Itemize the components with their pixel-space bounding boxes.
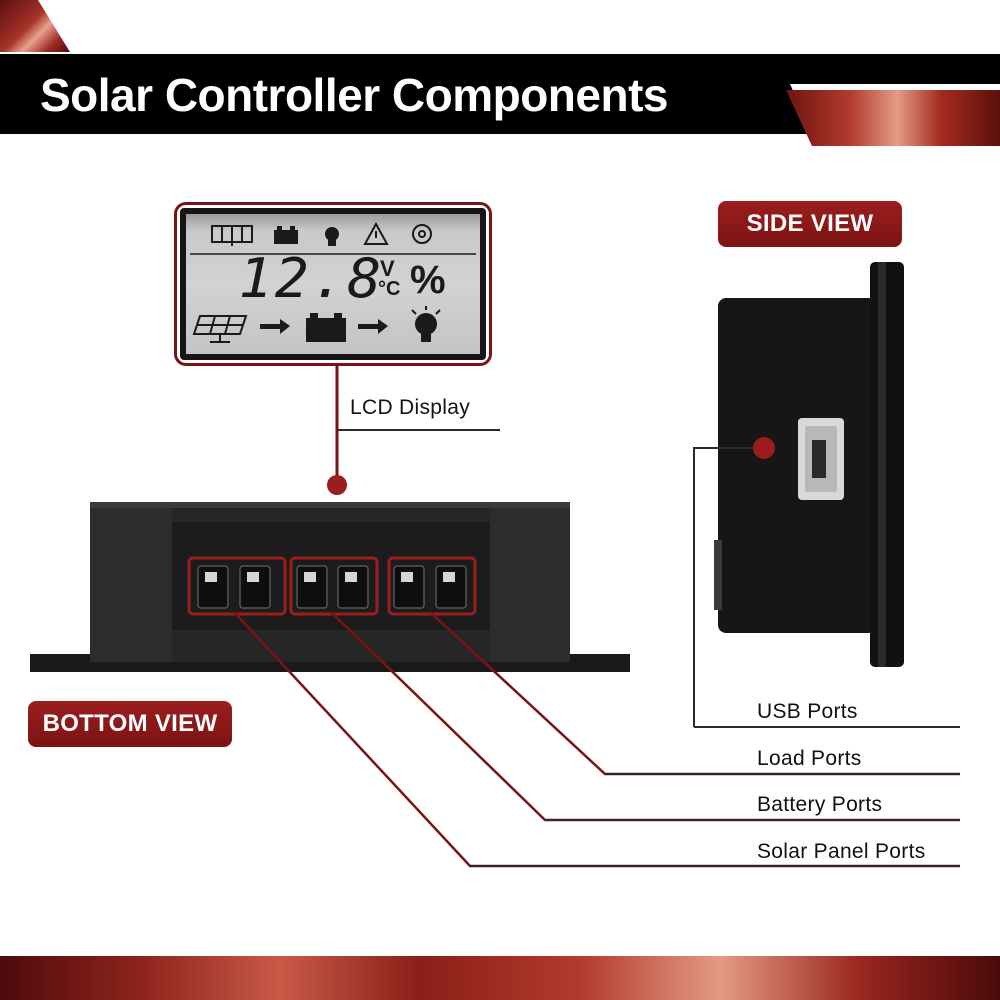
lcd-icons — [190, 221, 476, 343]
load-ports-label: Load Ports — [757, 747, 862, 770]
controller-bottom-view — [30, 502, 630, 672]
solar-panel-icon — [192, 315, 248, 343]
lcd-display-label: LCD Display — [350, 396, 470, 419]
solar-panel-icon — [211, 225, 253, 246]
title-accent-stripe — [786, 90, 1000, 146]
solar-panel-ports-label: Solar Panel Ports — [757, 840, 926, 863]
lcd-leader-line — [327, 362, 500, 495]
arrow-icon — [260, 319, 290, 334]
bottom-view-badge: BOTTOM VIEW — [28, 701, 232, 747]
battery-ports-label: Battery Ports — [757, 793, 883, 816]
page-title: Solar Controller Components — [40, 69, 668, 121]
usb-port — [798, 418, 844, 500]
settings-icon — [412, 224, 432, 244]
bulb-icon — [325, 227, 339, 246]
lcd-reading: 12.8 — [238, 247, 384, 310]
battery-icon — [274, 226, 298, 244]
usb-leader-line — [693, 437, 960, 728]
lcd-unit-percent: % — [410, 258, 446, 302]
lcd-unit-voltage: V — [380, 256, 395, 281]
warning-icon — [363, 221, 389, 245]
lcd-unit-temperature: °C — [378, 278, 401, 300]
port-leader-lines — [233, 611, 960, 868]
side-view-badge: SIDE VIEW — [718, 201, 902, 247]
arrow-icon — [358, 319, 388, 334]
bulb-icon — [411, 306, 441, 342]
terminal-ports — [187, 556, 477, 616]
usb-ports-label: USB Ports — [757, 700, 858, 723]
battery-icon — [306, 313, 346, 342]
bottom-accent-strip — [0, 956, 1000, 1000]
